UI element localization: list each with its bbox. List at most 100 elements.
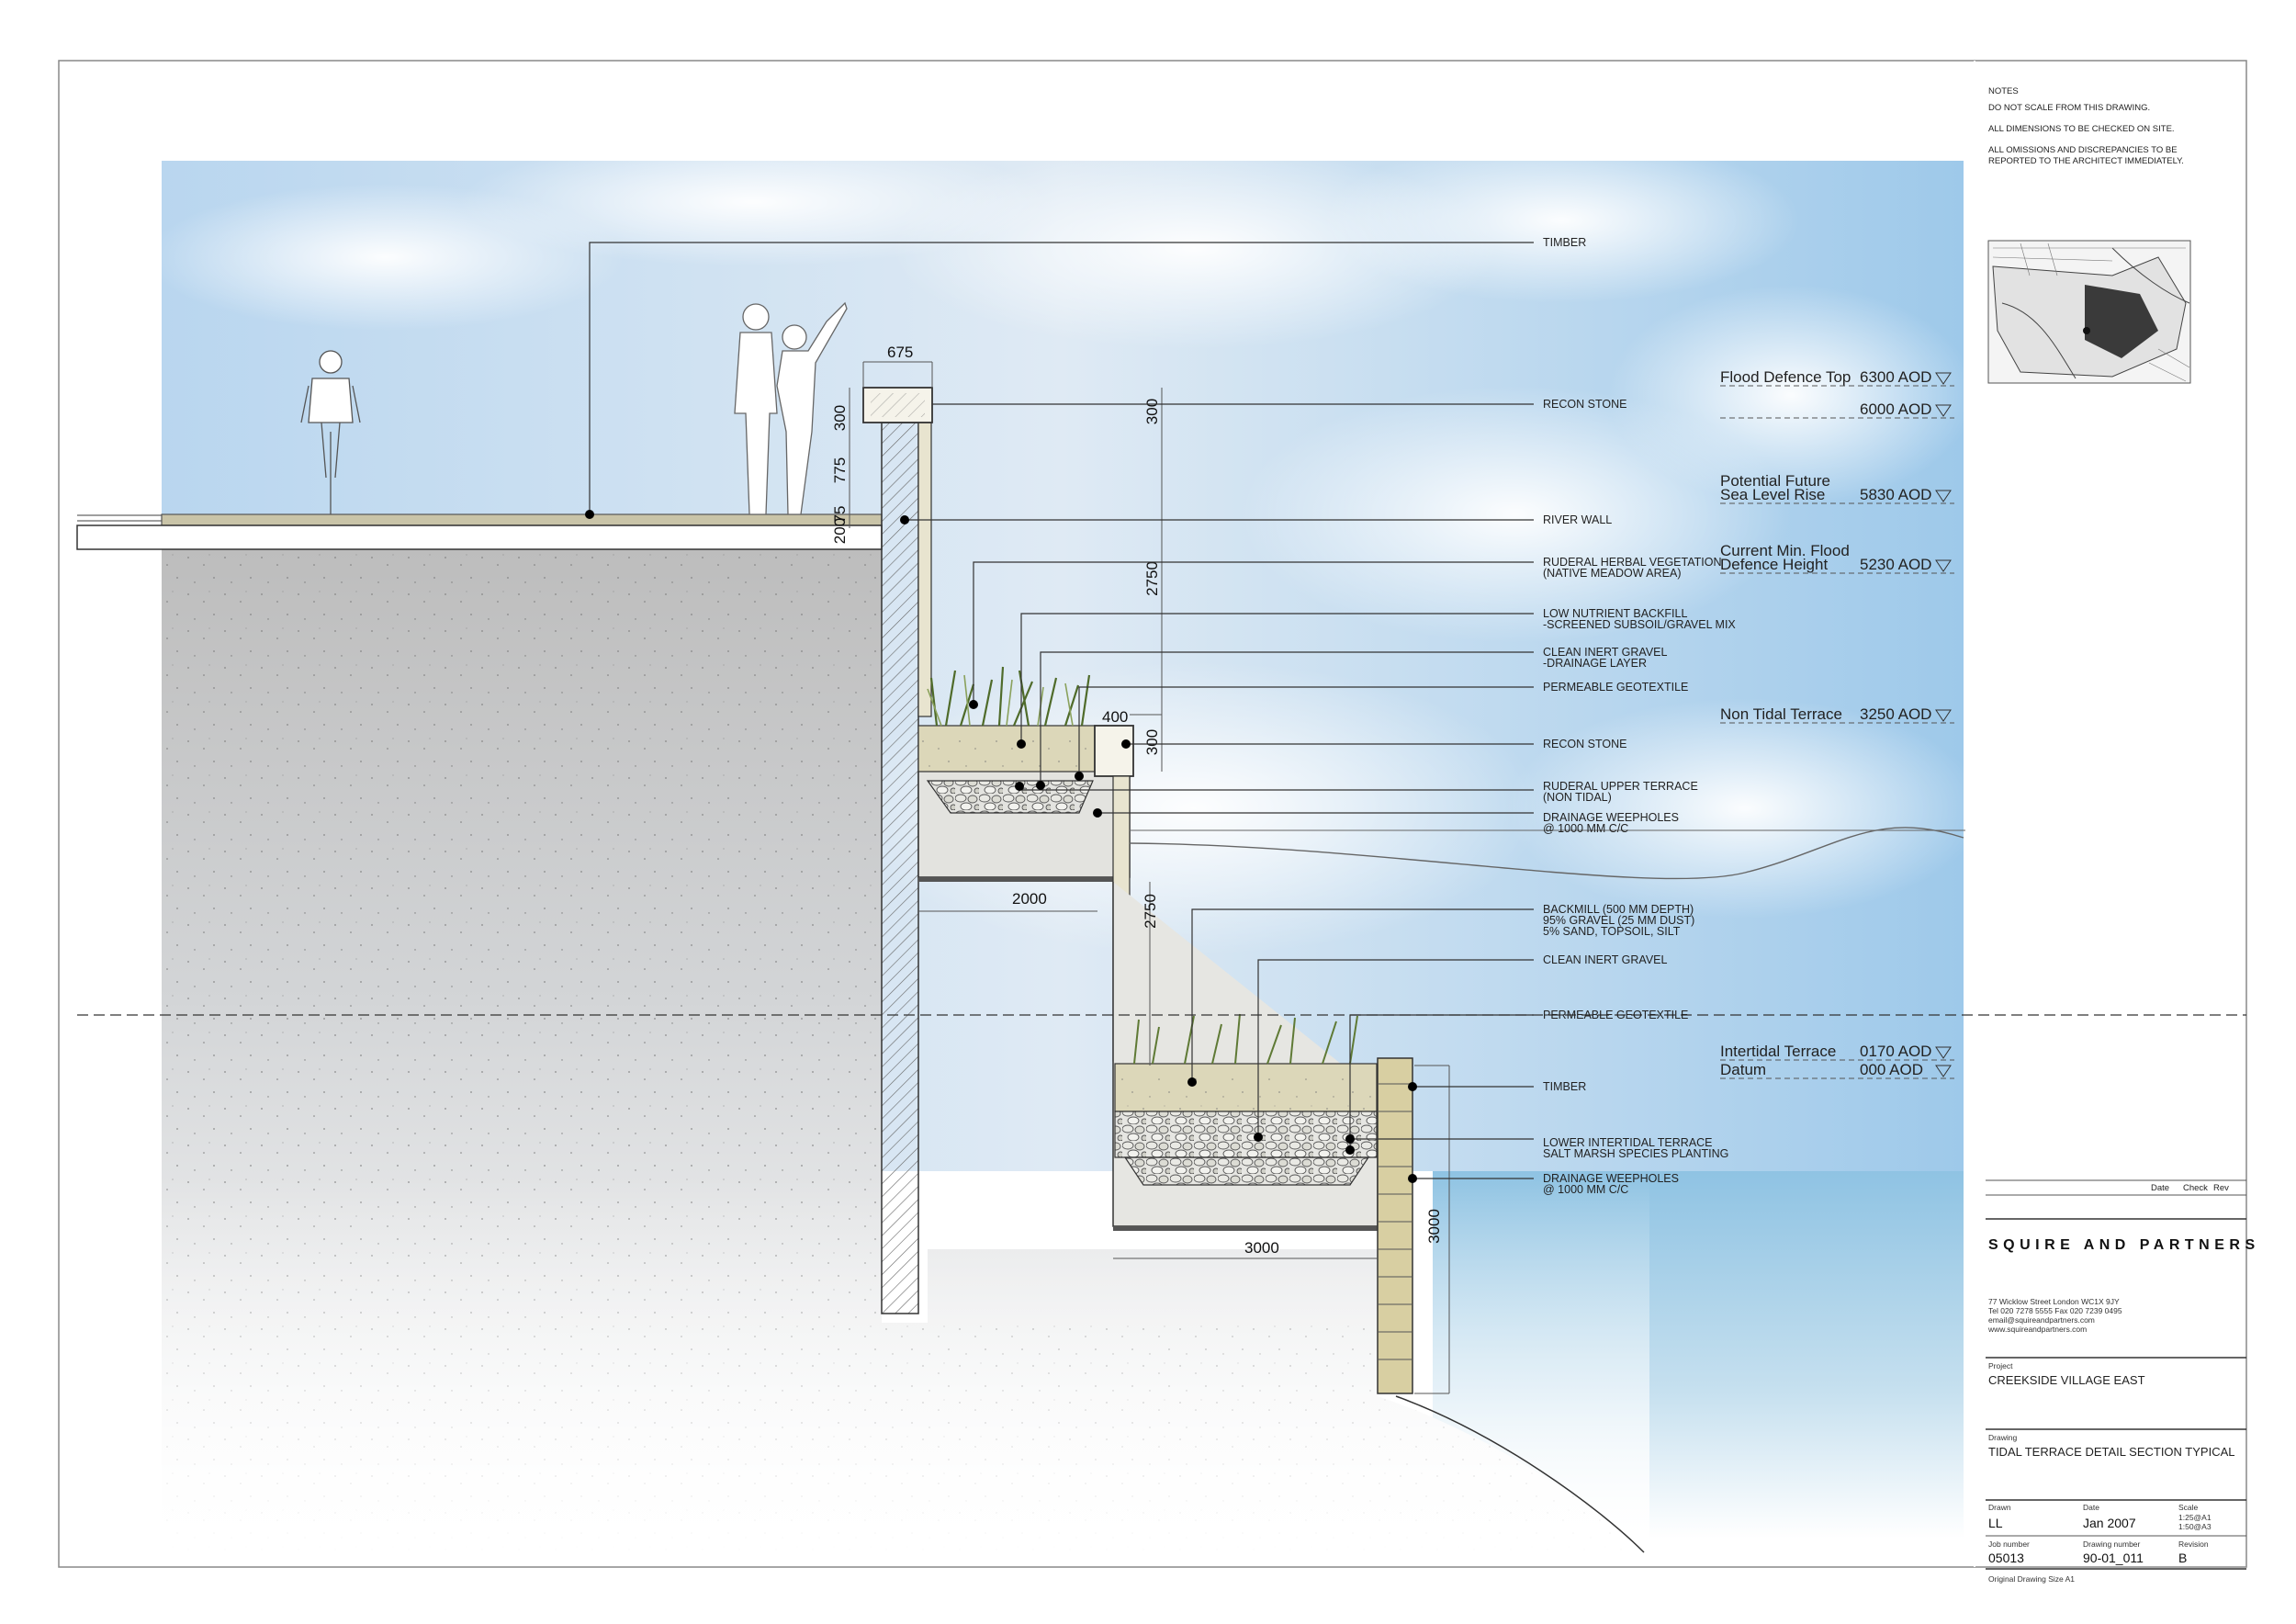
level-triangle-icon [1935,1046,1952,1059]
revision-label: Revision [2178,1539,2209,1549]
rev-rev-header: Rev [2213,1183,2229,1193]
firm-email: email@squireandpartners.com [1988,1315,2095,1325]
level-name: Sea Level Rise [1720,486,1825,503]
level-value: 6000 AOD [1860,400,1931,418]
firm-address-2: Tel 020 7278 5555 Fax 020 7239 0495 [1988,1306,2122,1315]
label-weepholes-upper: DRAINAGE WEEPHOLES@ 1000 MM C/C [1543,811,1679,835]
date-label: Date [2083,1503,2099,1512]
level-value: 3250 AOD [1860,705,1931,723]
label-low-nutrient: LOW NUTRIENT BACKFILL-SCREENED SUBSOIL/G… [1543,607,1736,631]
dim-400: 400 [1102,708,1128,726]
level-value: 0170 AOD [1860,1043,1931,1060]
firm-website: www.squireandpartners.com [1987,1325,2087,1334]
promenade-deck [76,513,883,550]
level-marker-4: Non Tidal Terrace 3250 AOD [1720,705,1954,724]
dim-3000-horizontal: 3000 [1244,1239,1279,1257]
label-timber-lower: TIMBER [1543,1080,1586,1093]
drawing-title: TIDAL TERRACE DETAIL SECTION TYPICAL [1988,1445,2235,1459]
dim-775: 775 [831,457,849,483]
dim-300-right: 300 [1143,399,1161,424]
level-value: 5830 AOD [1860,486,1931,503]
label-river-wall: RIVER WALL [1543,513,1612,526]
job-number-value: 05013 [1988,1551,2024,1565]
leader-lines [589,242,1534,1179]
level-marker-1: 6000 AOD [1720,400,1954,419]
note-line-3: ALL OMISSIONS AND DISCREPANCIES TO BE [1988,145,2178,155]
project-label: Project [1988,1361,2013,1370]
level-triangle-icon [1935,709,1952,722]
cyclist-figure [300,350,361,514]
dim-3000-vertical: 3000 [1425,1209,1443,1244]
label-ruderal-upper-terrace: RUDERAL UPPER TERRACE(NON TIDAL) [1543,780,1698,804]
level-marker-6: Datum 000 AOD [1720,1061,1954,1079]
drawing-number-value: 90-01_011 [2083,1551,2144,1565]
firm-address-1: 77 Wicklow Street London WC1X 9JY [1988,1297,2120,1306]
level-name: Defence Height [1720,556,1828,573]
level-triangle-icon [1935,1065,1952,1077]
revision-value: B [2178,1551,2187,1565]
level-marker-0: Flood Defence Top 6300 AOD [1720,368,1954,387]
label-clean-gravel-upper: CLEAN INERT GRAVEL-DRAINAGE LAYER [1543,646,1668,670]
level-name: Non Tidal Terrace [1720,705,1842,723]
tidal-profile-curve [1129,827,1964,880]
level-name: Current Min. Flood [1720,542,1850,559]
label-clean-gravel-lower: CLEAN INERT GRAVEL [1543,953,1668,966]
level-value: 6300 AOD [1860,368,1931,386]
drawing-label: Drawing [1988,1433,2017,1442]
dim-2750-lower: 2750 [1142,894,1159,929]
upper-terrace [917,666,1134,1062]
level-name: Flood Defence Top [1720,368,1851,386]
project-name: CREEKSIDE VILLAGE EAST [1988,1373,2145,1387]
level-triangle-icon [1935,490,1952,502]
dim-675: 675 [887,344,913,361]
note-line-1: DO NOT SCALE FROM THIS DRAWING. [1988,103,2150,113]
level-name: Intertidal Terrace [1720,1043,1836,1060]
firm-name: SQUIRE AND PARTNERS [1988,1237,2260,1253]
dim-300-mid: 300 [1143,729,1161,755]
rev-date-header: Date [2151,1183,2169,1193]
drawn-value: LL [1988,1516,2003,1530]
dim-2000: 2000 [1012,890,1047,908]
label-geotextile-lower: PERMEABLE GEOTEXTILE [1543,1009,1688,1021]
level-triangle-icon [1935,372,1952,385]
label-backmill: BACKMILL (500 MM DEPTH)95% GRAVEL (25 MM… [1543,903,1694,938]
key-plan-thumbnail [1987,240,2191,384]
level-name: Potential Future [1720,472,1830,490]
dim-75: 75 [831,506,849,524]
dim-200: 200 [831,518,849,544]
note-line-2: ALL DIMENSIONS TO BE CHECKED ON SITE. [1988,124,2175,134]
note-line-4: REPORTED TO THE ARCHITECT IMMEDIATELY. [1988,156,2184,166]
level-name: Datum [1720,1061,1766,1078]
dimension-lines [849,361,1450,1394]
lower-terrace [1112,882,1413,1394]
label-weepholes-lower: DRAINAGE WEEPHOLES@ 1000 MM C/C [1543,1172,1679,1196]
drawing-number-label: Drawing number [2083,1539,2141,1549]
date-value: Jan 2007 [2083,1516,2136,1530]
dim-300-top: 300 [831,405,849,431]
scale-value-1: 1:25@A1 [2178,1513,2212,1522]
level-value: 5230 AOD [1860,556,1931,573]
notes-heading: NOTES [1988,86,2019,96]
river-wall-section [862,387,933,1314]
notes-block: NOTES DO NOT SCALE FROM THIS DRAWING. AL… [1988,86,2184,166]
label-ruderal-herbal: RUDERAL HERBAL VEGETATION(NATIVE MEADOW … [1543,556,1721,580]
leader-dots [585,510,1417,1183]
level-value: 000 AOD [1860,1061,1923,1078]
label-timber-top: TIMBER [1543,236,1586,249]
material-labels: TIMBER RECON STONE RIVER WALL RUDERAL HERBA… [1543,236,1736,1196]
original-size-note: Original Drawing Size A1 [1988,1574,2075,1584]
pedestrian-figures [734,301,848,515]
dim-2750-upper: 2750 [1143,561,1161,596]
rev-check-header: Check [2183,1183,2208,1193]
title-block: Date Check Rev SQUIRE AND PARTNERS 77 Wi… [1986,1179,2260,1584]
label-recon-stone-top: RECON STONE [1543,398,1626,411]
scale-label: Scale [2178,1503,2199,1512]
label-recon-stone-mid: RECON STONE [1543,738,1626,750]
level-markers: Flood Defence Top 6300 AOD 6000 AOD Potenti… [1720,368,1954,1079]
level-triangle-icon [1935,559,1952,572]
job-number-label: Job number [1988,1539,2030,1549]
